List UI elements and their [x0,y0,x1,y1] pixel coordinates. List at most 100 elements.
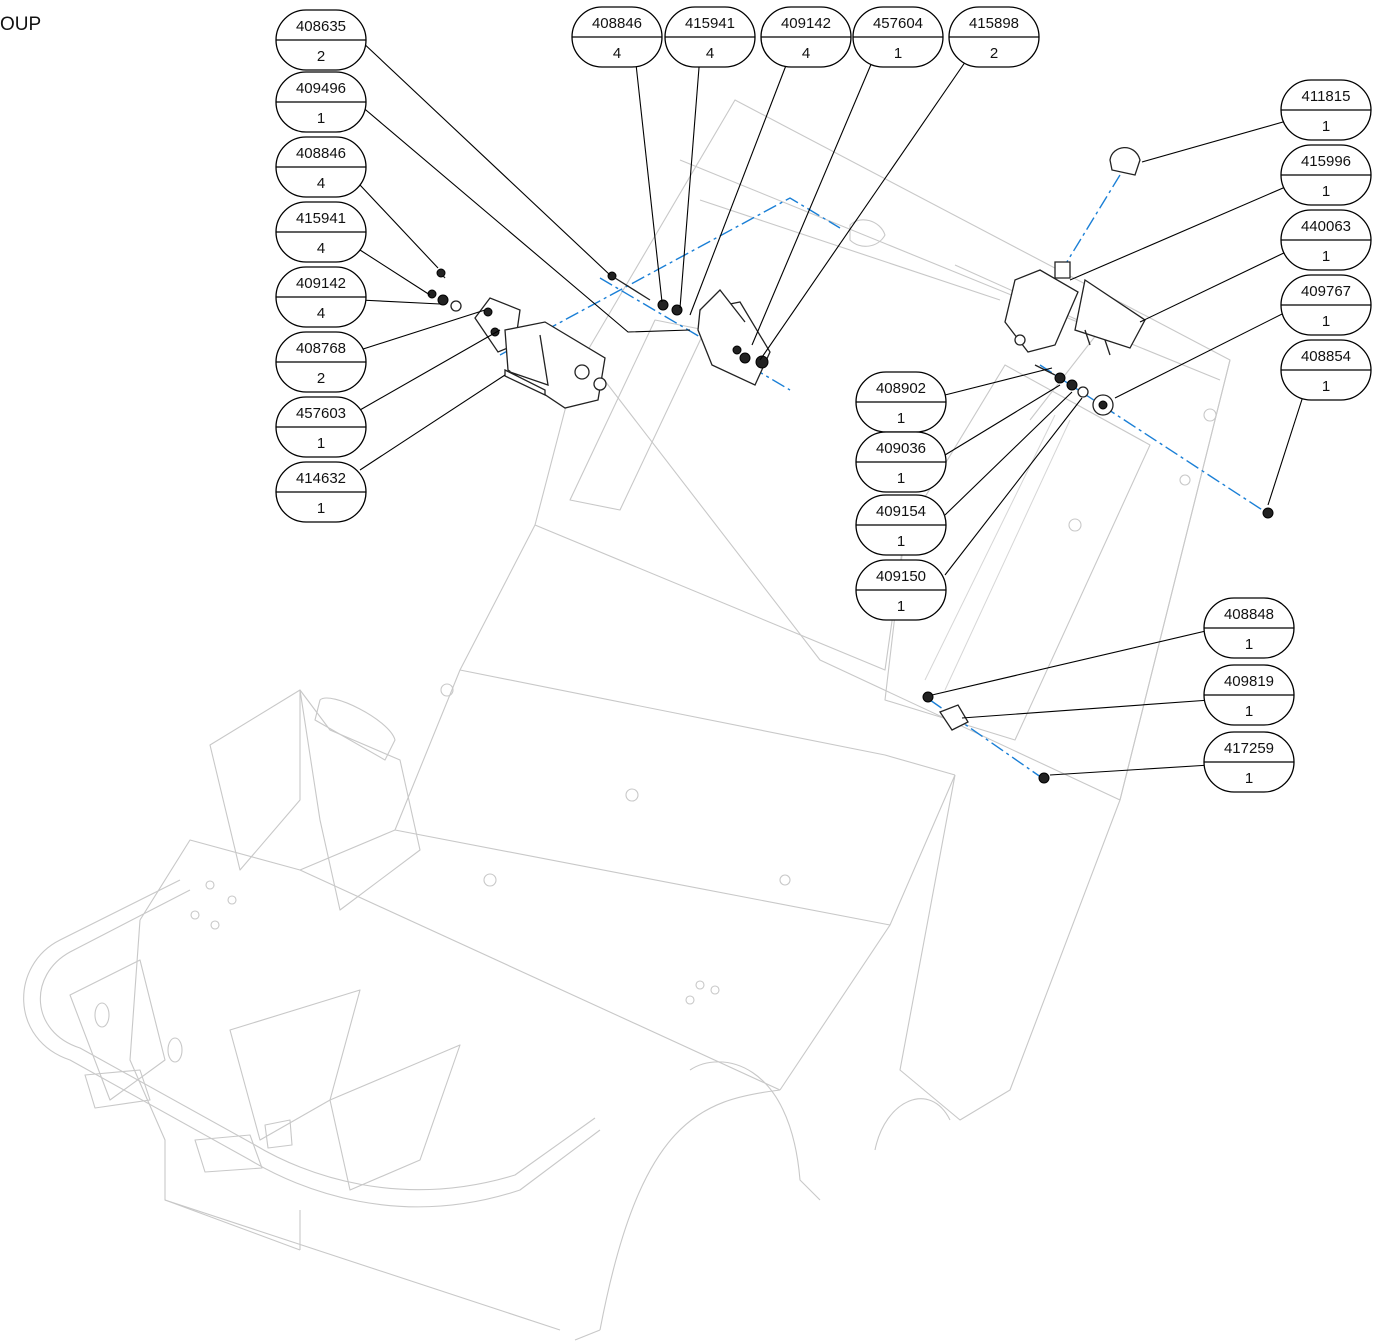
part-number: 409154 [876,503,926,520]
leader-440063 [1139,249,1291,323]
callout-balloon: 415898 2 [948,6,1040,68]
part-number: 415898 [969,15,1019,32]
leader-408768 [359,309,486,351]
callout-balloon: 409142 4 [760,6,852,68]
part-number: 415941 [296,210,346,227]
leader-408635 [359,39,611,276]
part-number: 409150 [876,568,926,585]
part-number: 408846 [296,145,346,162]
part-quantity: 1 [317,435,325,452]
part-quantity: 1 [897,533,905,550]
part-number: 408848 [1224,606,1274,623]
part-quantity: 2 [990,45,998,62]
leader-409819 [961,699,1211,719]
part-quantity: 1 [1245,770,1253,787]
callout-balloons: 4086352409496140884644159414409142440876… [275,6,1372,793]
part-number: 409036 [876,440,926,457]
part-number: 417259 [1224,740,1274,757]
part-number: 409142 [781,15,831,32]
leader-415996 [1069,184,1291,281]
right-switch-assembly [1004,146,1146,356]
callout-balloon: 408846 4 [275,136,367,198]
part-quantity: 1 [317,110,325,127]
part-number: 414632 [296,470,346,487]
part-number: 457603 [296,405,346,422]
part-quantity: 1 [1322,378,1330,395]
callout-balloon: 408848 1 [1203,597,1295,659]
leader-409142-left [359,299,441,305]
part-quantity: 1 [1245,636,1253,653]
part-quantity: 1 [1322,313,1330,330]
part-number: 409496 [296,80,346,97]
leader-409154 [944,391,1073,516]
leader-414632 [359,374,506,471]
callout-balloon: 417259 1 [1203,731,1295,793]
leader-415941-top [679,54,701,309]
leader-408846-left [359,184,439,269]
part-quantity: 1 [897,410,905,427]
part-number: 408902 [876,380,926,397]
leader-417259 [1049,764,1211,776]
leader-457603 [359,329,501,411]
callout-balloon: 457603 1 [275,396,367,458]
callout-balloon: 411815 1 [1280,79,1372,141]
part-quantity: 1 [894,45,902,62]
leader-408854 [1267,389,1306,506]
part-number: 409819 [1224,673,1274,690]
callout-balloon: 409150 1 [855,559,947,621]
part-number: 408635 [296,18,346,35]
leader-409496 [359,104,691,333]
part-quantity: 4 [613,45,621,62]
callout-balloon: 409154 1 [855,494,947,556]
part-quantity: 1 [897,470,905,487]
callout-balloon: 408902 1 [855,371,947,433]
callout-balloon: 440063 1 [1280,209,1372,271]
callout-balloon: 409036 1 [855,431,947,493]
part-number: 409767 [1301,283,1351,300]
part-quantity: 4 [802,45,810,62]
leader-409036 [944,384,1061,456]
part-number: 411815 [1302,88,1351,105]
leader-408846-top [634,54,663,303]
part-number: 408846 [592,15,642,32]
part-quantity: 1 [1322,248,1330,265]
left-contactor-assembly [474,297,607,409]
part-quantity: 4 [706,45,714,62]
callout-balloon: 409819 1 [1203,664,1295,726]
callout-balloon: 409142 4 [275,266,367,328]
callout-balloon: 409767 1 [1280,274,1372,336]
part-number: 440063 [1301,218,1351,235]
callout-balloon: 408854 1 [1280,339,1372,401]
leader-409767 [1114,309,1291,399]
part-quantity: 1 [317,500,325,517]
callout-balloon: 414632 1 [275,461,367,523]
leader-415941-left [359,249,431,296]
part-quantity: 4 [317,175,325,192]
part-number: 408768 [296,340,346,357]
part-quantity: 4 [317,305,325,322]
leader-408902 [944,367,1053,396]
leader-409142-top [689,54,791,316]
callout-balloon: 408846 4 [571,6,663,68]
part-quantity: 1 [1322,183,1330,200]
left-hardware-stack [427,268,462,312]
part-number: 408854 [1301,348,1351,365]
machine-frame [23,99,1231,1341]
part-number: 457604 [873,15,923,32]
diagram-title-fragment: OUP [0,14,42,35]
part-quantity: 1 [897,598,905,615]
callout-balloon: 415941 4 [275,201,367,263]
part-quantity: 4 [317,240,325,257]
part-number: 409142 [296,275,346,292]
leader-409150 [944,397,1083,576]
center-bracket-assembly [607,271,771,386]
part-quantity: 1 [1245,703,1253,720]
leader-lines [359,39,1306,776]
part-quantity: 1 [1322,118,1330,135]
leader-411815 [1141,119,1291,163]
